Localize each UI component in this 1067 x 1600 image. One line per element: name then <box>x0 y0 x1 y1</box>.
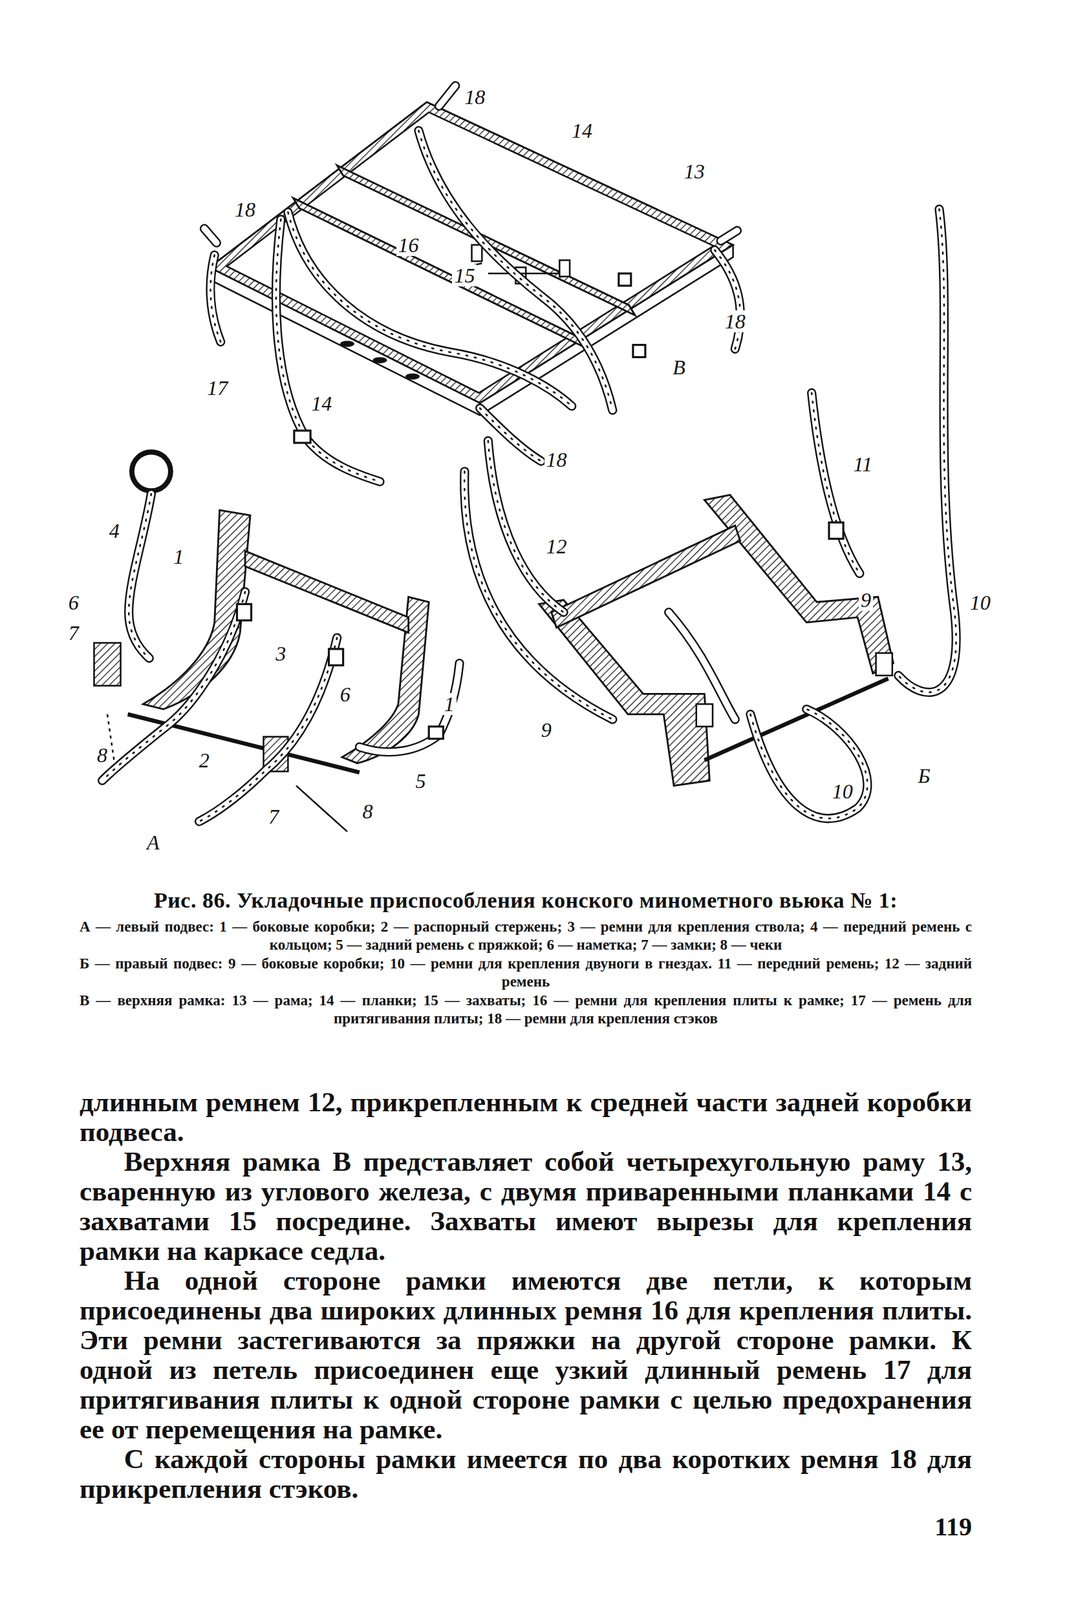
callout-number: Б <box>916 765 933 787</box>
callout-number: 18 <box>462 86 487 108</box>
callout-number: 1 <box>442 693 457 716</box>
caption-legend-line: А — левый подвес: 1 — боковые коробки; 2… <box>79 918 972 954</box>
body-text: длинным ремнем 12, прикрепленным к средн… <box>79 1087 972 1505</box>
callout-number: 18 <box>544 448 570 471</box>
callout-number: 11 <box>851 453 875 476</box>
body-paragraph: Верхняя рамка В представляет собой четыр… <box>79 1147 972 1267</box>
callout-number: 7 <box>66 622 81 645</box>
callout-number: 18 <box>232 198 258 221</box>
callout-number: 8 <box>360 800 375 823</box>
callout-number: 9 <box>858 589 873 612</box>
callout-number: В <box>670 356 688 379</box>
caption-legend-line: Б — правый подвес: 9 — боковые коробки; … <box>79 955 972 991</box>
callout-number: А <box>144 831 162 854</box>
callout-number: 14 <box>309 392 334 415</box>
callout-number: 2 <box>197 749 212 772</box>
callout-number: 6 <box>66 591 81 614</box>
callout-number: 4 <box>107 519 122 542</box>
callout-number: 12 <box>544 535 570 558</box>
callout-number: 8 <box>95 744 110 767</box>
callout-number: 3 <box>273 642 288 665</box>
callout-number: 1 <box>171 545 186 568</box>
body-paragraph: длинным ремнем 12, прикрепленным к средн… <box>79 1087 972 1148</box>
callout-number: 18 <box>722 310 748 333</box>
figure-caption: Рис. 86. Укладочные приспособления конск… <box>79 888 972 914</box>
callout-number: 13 <box>682 160 707 183</box>
callout-number: 15 <box>452 264 477 287</box>
callout-number: 10 <box>830 780 855 803</box>
caption-block: Рис. 86. Укладочные приспособления конск… <box>79 888 972 1030</box>
callout-number: 9 <box>539 719 554 742</box>
callout-number: 7 <box>266 805 281 828</box>
callout-number: 10 <box>968 591 993 614</box>
callout-number: 17 <box>204 377 230 399</box>
body-paragraph: С каждой стороны рамки имеется по два ко… <box>79 1444 972 1505</box>
callout-number: 14 <box>569 119 595 142</box>
body-paragraph: На одной стороне рамки имеются две петли… <box>79 1266 972 1445</box>
page-number: 119 <box>934 1511 972 1543</box>
callout-number: 6 <box>338 683 353 706</box>
callout-number: 5 <box>413 770 429 793</box>
caption-legend-line: В — верхняя рамка: 13 — рама; 14 — планк… <box>79 991 972 1028</box>
callout-number: 16 <box>396 234 421 257</box>
